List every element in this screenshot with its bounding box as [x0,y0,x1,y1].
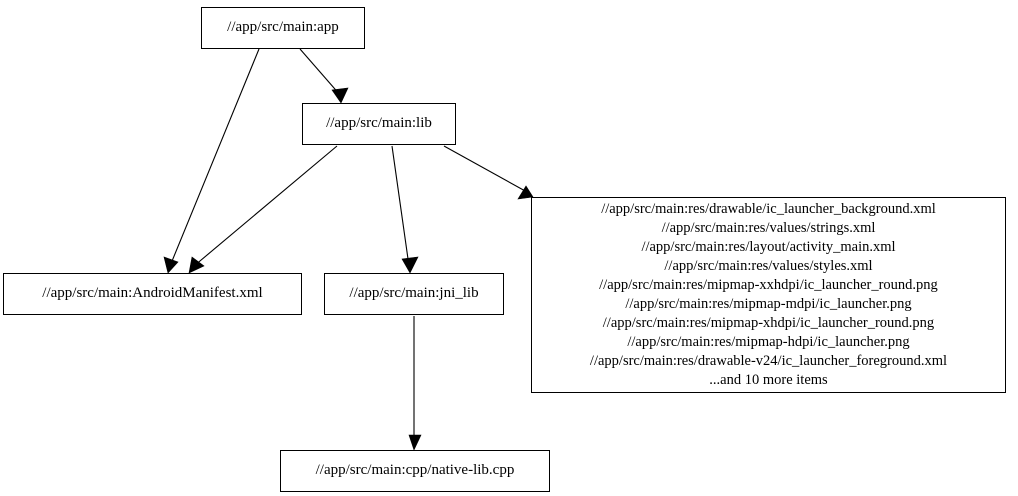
arrowhead-icon [188,256,205,274]
arrowhead-icon [408,434,422,451]
edge-app-to-manifest [163,48,260,274]
arrowhead-icon [517,185,534,200]
graph-node-native-lib[interactable]: //app/src/main:cpp/native-lib.cpp [280,450,550,492]
graph-node-lib[interactable]: //app/src/main:lib [302,103,456,145]
arrowhead-icon [331,87,349,104]
graph-node-label: //app/src/main:cpp/native-lib.cpp [315,462,515,479]
edge-lib-to-resources [443,145,534,200]
graph-node-android-manifest[interactable]: //app/src/main:AndroidManifest.xml [3,273,302,315]
graph-node-label: //app/src/main:res/drawable/ic_launcher_… [589,200,948,389]
arrowhead-icon [401,256,419,274]
graph-node-label: //app/src/main:jni_lib [349,285,479,302]
graph-node-label: //app/src/main:lib [326,115,432,132]
graph-node-resources[interactable]: //app/src/main:res/drawable/ic_launcher_… [531,197,1006,393]
edge-lib-to-jni-lib [391,145,419,274]
edge-jni-lib-to-native-lib [408,316,422,451]
graph-node-label: //app/src/main:AndroidManifest.xml [42,285,263,302]
edge-line [443,145,528,193]
arrowhead-icon [163,256,179,274]
graph-node-jni-lib[interactable]: //app/src/main:jni_lib [324,273,504,315]
edge-lib-to-manifest [188,145,338,274]
edge-line [299,48,342,97]
edge-app-to-lib [299,48,349,104]
edge-line [391,145,410,267]
edge-line [193,145,338,267]
edge-line [169,48,260,267]
graph-node-app[interactable]: //app/src/main:app [201,7,365,49]
graph-node-label: //app/src/main:app [227,19,339,36]
